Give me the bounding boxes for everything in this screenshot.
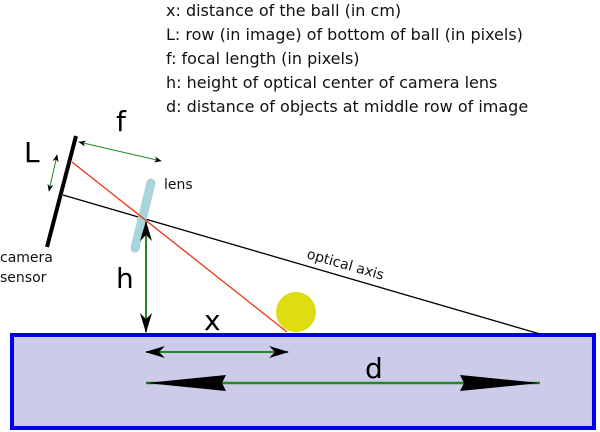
legend-f: f: focal length (in pixels) (166, 49, 360, 68)
ground (10, 333, 596, 430)
L-arrow (47, 154, 59, 192)
camera-sensor (45, 135, 78, 248)
L-label: L (24, 136, 40, 169)
lens-label: lens (164, 177, 193, 193)
optical-axis-label: optical axis (305, 246, 386, 283)
ray-line (71, 161, 288, 333)
legend-L: L: row (in image) of bottom of ball (in … (166, 25, 523, 44)
f-arrow (78, 140, 162, 163)
d-label: d (365, 352, 383, 385)
sensor-label: sensor (0, 270, 47, 286)
camera-label: camera (0, 250, 53, 266)
x-label: x (204, 304, 221, 337)
legend-d: d: distance of objects at middle row of … (166, 97, 528, 116)
ball (276, 292, 316, 332)
legend-x: x: distance of the ball (in cm) (166, 1, 401, 20)
f-label: f (116, 105, 127, 138)
lens (130, 178, 156, 253)
legend-h: h: height of optical center of camera le… (166, 73, 497, 92)
h-label: h (116, 262, 134, 295)
